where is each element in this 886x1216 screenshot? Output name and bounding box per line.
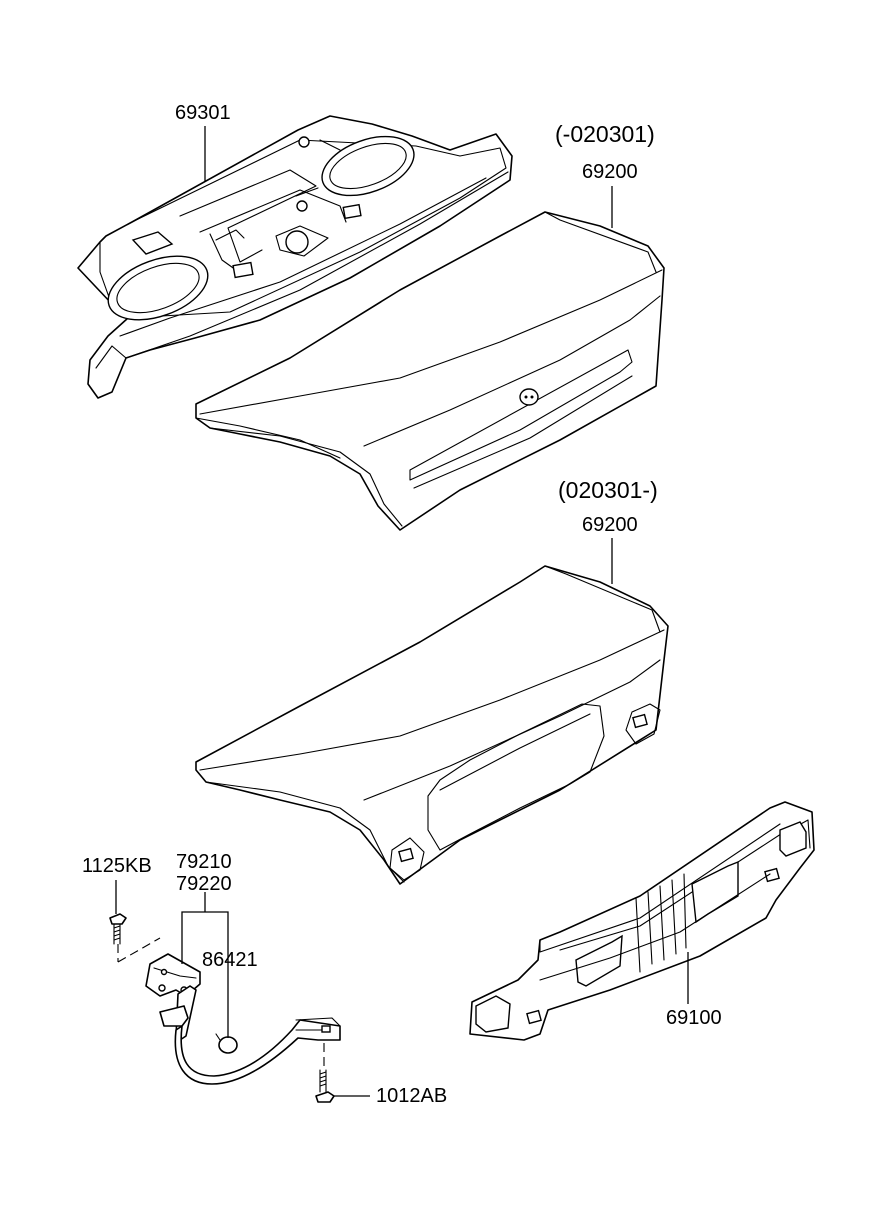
label-79210: 79210 (176, 851, 232, 873)
label-lid-lower-part: 69200 (582, 514, 638, 536)
label-lid-lower-range: (020301-) (558, 477, 658, 503)
label-79220: 79220 (176, 873, 232, 895)
trunk-lid-lower-drawing (195, 565, 669, 885)
trunk-lid-upper-drawing (195, 211, 665, 531)
label-69100: 69100 (666, 1007, 722, 1029)
leader-lines (115, 126, 689, 1097)
rear-package-tray-drawing (77, 115, 513, 399)
label-1012ab: 1012AB (376, 1085, 447, 1107)
trunk-hinge-drawing (109, 913, 341, 1103)
part-labels: 69301 (-020301) 69200 (020301-) 69200 11… (82, 102, 722, 1107)
label-lid-upper-range: (-020301) (555, 121, 655, 147)
label-69301: 69301 (175, 102, 231, 124)
label-lid-upper-part: 69200 (582, 161, 638, 183)
lower-back-panel-drawing (469, 801, 815, 1041)
label-1125kb: 1125KB (82, 855, 152, 877)
label-86421: 86421 (202, 949, 258, 971)
